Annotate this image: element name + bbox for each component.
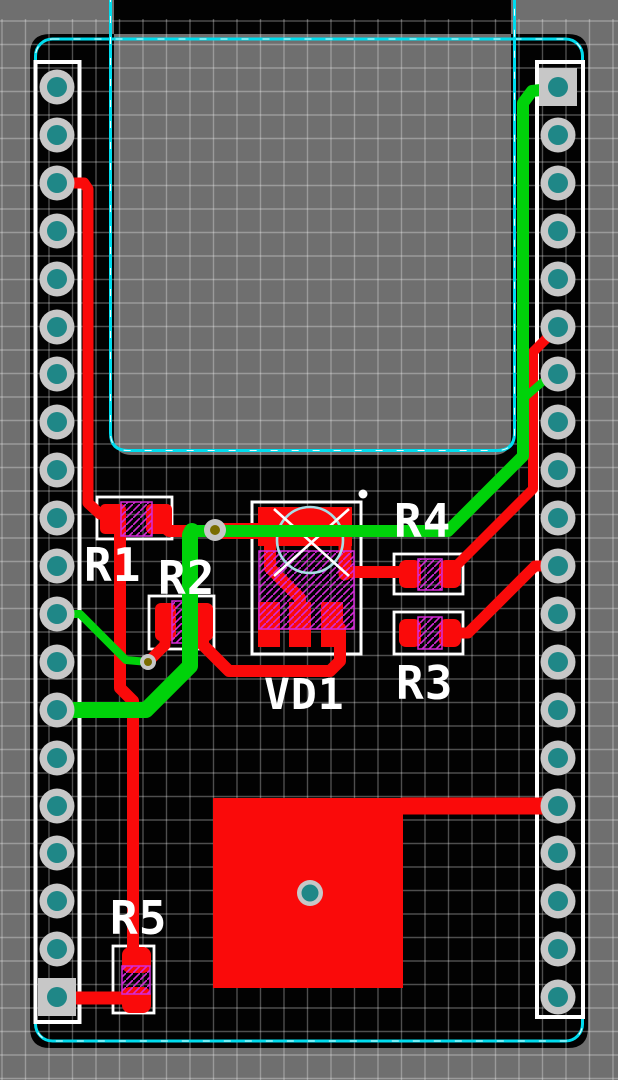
left-header-pad-12-drill — [47, 604, 67, 624]
right-header-pad-9-drill — [548, 460, 568, 480]
left-header-pad-14-drill — [47, 700, 67, 720]
left-header-pad-5-drill — [47, 269, 67, 289]
right-header-silk — [535, 60, 585, 1019]
right-header-pad-12-drill — [548, 604, 568, 624]
left-header-pad-8-drill — [47, 412, 67, 432]
right-header-pad-2-drill — [548, 125, 568, 145]
left-header-pad-9-drill — [47, 460, 67, 480]
r3-pad[interactable] — [399, 619, 421, 647]
right-header-pad-3-drill — [548, 173, 568, 193]
left-header-pad-1-drill — [47, 77, 67, 97]
right-header-pad-6-drill — [548, 317, 568, 337]
r2-pad[interactable] — [155, 603, 176, 641]
copper-bottom-green — [49, 82, 564, 718]
vd1-hatch — [258, 550, 355, 630]
vd1-circle-icon — [275, 505, 345, 575]
right-header-pad-19-drill — [548, 939, 568, 959]
left-header-pad-2-drill — [47, 125, 67, 145]
left-header-pad-7-drill — [47, 364, 67, 384]
hole-drill — [301, 884, 319, 902]
thermal-pad-hole — [297, 880, 323, 906]
left-header-pad-10-drill — [47, 508, 67, 528]
left-header-pad-19-drill — [47, 939, 67, 959]
left-header-pad-3-drill — [47, 173, 67, 193]
right-header-pad-8-drill — [548, 412, 568, 432]
left-header-pad-20-drill — [47, 987, 67, 1007]
label-r2[interactable]: R2 — [158, 551, 215, 605]
r3-pad[interactable] — [439, 619, 461, 647]
vias — [140, 519, 226, 670]
r1-hatch — [120, 501, 153, 537]
right-header-pad-16-drill — [548, 796, 568, 816]
left-header-pad-15-drill — [47, 748, 67, 768]
vd1-symbol — [273, 489, 368, 577]
r4-pad[interactable] — [439, 560, 461, 588]
left-header-silk — [33, 60, 82, 1024]
right-header-pad-11-drill — [548, 556, 568, 576]
right-header-pad-1-drill — [548, 77, 568, 97]
left-header-pad-6-drill — [47, 317, 67, 337]
right-header-pad-13-drill — [548, 652, 568, 672]
left-header-pad-16-drill — [47, 796, 67, 816]
left-header-pad-13-drill — [47, 652, 67, 672]
left-header-pad-11-drill — [47, 556, 67, 576]
r4-hatch — [417, 558, 443, 591]
right-header-pad-14-drill — [548, 700, 568, 720]
via-drill — [210, 525, 220, 535]
right-header-pad-5-drill — [548, 269, 568, 289]
left-header-pad-18-drill — [47, 891, 67, 911]
right-header-pad-18-drill — [548, 891, 568, 911]
label-r5[interactable]: R5 — [110, 891, 167, 945]
r5-hatch — [121, 965, 151, 995]
r3-hatch — [417, 616, 443, 650]
vd1-cross-icon — [273, 508, 350, 577]
trace-red[interactable] — [445, 322, 563, 577]
trace-red[interactable] — [197, 622, 346, 677]
label-r1[interactable]: R1 — [84, 538, 141, 592]
right-header-pad-17-drill — [548, 843, 568, 863]
trace-green[interactable] — [186, 82, 564, 537]
copper-top-pads — [100, 504, 461, 1013]
label-r4[interactable]: R4 — [394, 494, 451, 548]
r1-pad[interactable] — [100, 504, 126, 534]
via-drill — [144, 658, 152, 666]
right-header-pad-7-drill — [548, 364, 568, 384]
label-r3[interactable]: R3 — [396, 656, 453, 710]
right-header-pad-15-drill — [548, 748, 568, 768]
r4-pad[interactable] — [399, 560, 421, 588]
right-header-pad-10-drill — [548, 508, 568, 528]
pin1-dot — [358, 489, 368, 499]
silk-labels: R1 R2 R3 R4 R5 VD1 — [84, 494, 453, 945]
header-pads — [38, 68, 577, 1016]
right-header-pad-4-drill — [548, 221, 568, 241]
r2-silk[interactable] — [147, 594, 216, 651]
right-header-pad-20-drill — [548, 987, 568, 1007]
left-header-pad-4-drill — [47, 221, 67, 241]
left-header-pad-17-drill — [47, 843, 67, 863]
label-vd1[interactable]: VD1 — [264, 670, 345, 720]
